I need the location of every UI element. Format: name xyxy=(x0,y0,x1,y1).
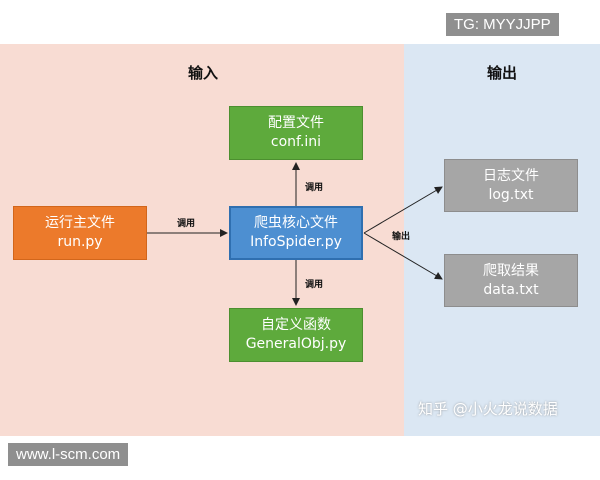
node-general: 自定义函数 GeneralObj.py xyxy=(229,308,363,362)
node-data-file: data.txt xyxy=(483,281,539,298)
node-config-title: 配置文件 xyxy=(268,115,324,131)
output-section-title: 输出 xyxy=(486,64,517,82)
node-run: 运行主文件 run.py xyxy=(13,206,147,260)
node-log-file: log.txt xyxy=(488,186,534,203)
node-run-file: run.py xyxy=(57,234,103,250)
node-spider: 爬虫核心文件 InfoSpider.py xyxy=(229,206,363,260)
tg-tag: TG: MYYJJPP xyxy=(446,13,559,36)
edge-spider-to-log xyxy=(363,186,443,234)
edge-label-spider-to-config: 调用 xyxy=(305,183,324,193)
edge-spider-to-data xyxy=(363,232,443,280)
edge-label-run-to-spider: 调用 xyxy=(177,219,196,229)
node-data-title: 爬取结果 xyxy=(483,262,539,279)
node-run-title: 运行主文件 xyxy=(45,215,115,231)
node-config: 配置文件 conf.ini xyxy=(229,106,363,160)
node-log: 日志文件 log.txt xyxy=(444,159,578,212)
node-spider-file: InfoSpider.py xyxy=(250,234,342,250)
site-tag: www.l-scm.com xyxy=(8,443,129,466)
edge-label-spider-to-general: 调用 xyxy=(305,280,324,290)
edge-label-spider-to-output: 输出 xyxy=(392,232,411,242)
node-spider-title: 爬虫核心文件 xyxy=(254,215,338,231)
node-general-file: GeneralObj.py xyxy=(245,336,347,352)
node-config-file: conf.ini xyxy=(270,134,322,150)
input-section-title: 输入 xyxy=(187,64,218,82)
node-general-title: 自定义函数 xyxy=(261,317,331,333)
output-panel xyxy=(404,44,600,436)
node-log-title: 日志文件 xyxy=(483,167,539,184)
node-data: 爬取结果 data.txt xyxy=(444,254,578,307)
watermark: 知乎 @小火龙说数据 xyxy=(418,400,558,418)
